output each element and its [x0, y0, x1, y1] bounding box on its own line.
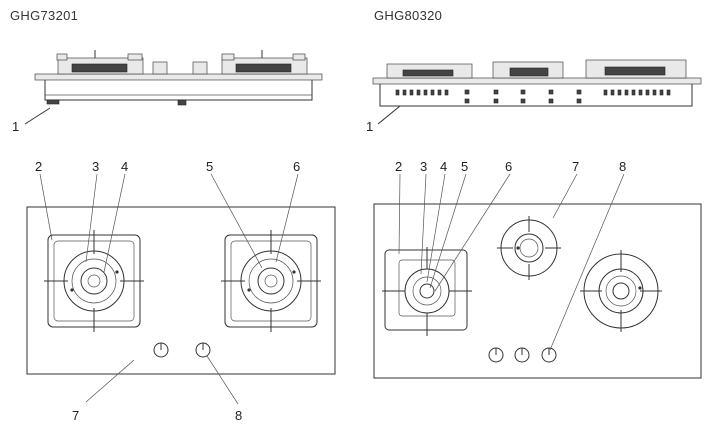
- burner-cap-outer: [63, 250, 125, 312]
- top-view-ghg73201: 2 3 4 5 6 7 8: [26, 159, 336, 423]
- model-title-ghg80320: GHG80320: [374, 8, 443, 23]
- leader-line: [275, 173, 299, 263]
- callout-label: 1: [12, 119, 19, 134]
- callout-label: 7: [572, 159, 579, 174]
- glass-panel: [373, 203, 702, 379]
- callout-label: 7: [72, 408, 79, 423]
- burner-cap-inner: [612, 282, 630, 300]
- callout-label: 2: [35, 159, 42, 174]
- leader-line: [377, 105, 401, 125]
- knob-side: [152, 61, 168, 75]
- top-view-ghg80320: 2 3 4 5 6 7 8: [373, 159, 702, 379]
- callout-label: 3: [420, 159, 427, 174]
- leader-line: [426, 173, 446, 283]
- callout-label: 6: [505, 159, 512, 174]
- burner-cap-inner: [257, 267, 285, 295]
- leader-line: [85, 173, 98, 263]
- leader-line: [85, 359, 135, 403]
- callout-label: 3: [92, 159, 99, 174]
- leader-line: [206, 355, 239, 405]
- burner-cap: [514, 233, 544, 263]
- glass-top-plate: [372, 77, 702, 85]
- burner-cap-outer: [404, 268, 450, 314]
- burner-right-round: [580, 250, 662, 332]
- side-view-ghg80320: 1: [366, 59, 702, 134]
- model-title-ghg73201: GHG73201: [10, 8, 79, 23]
- callout-label: 4: [121, 159, 128, 174]
- side-view-ghg73201: 1: [12, 50, 323, 134]
- burner-right: [221, 230, 321, 332]
- callout-label: 4: [440, 159, 447, 174]
- control-knob-left: [153, 342, 169, 358]
- leader-line: [420, 173, 427, 275]
- burner-top-round: [497, 216, 561, 280]
- glass-top-plate: [34, 73, 323, 81]
- callout-label: 1: [366, 119, 373, 134]
- callout-label: 2: [395, 159, 402, 174]
- knob-side: [192, 61, 208, 75]
- burner-cap-inner: [80, 267, 108, 295]
- leader-line: [24, 107, 51, 125]
- leader-line: [398, 173, 401, 255]
- callout-label: 6: [293, 159, 300, 174]
- leader-line: [549, 173, 625, 351]
- control-knob-right: [541, 347, 557, 363]
- burner-left: [44, 230, 144, 332]
- leader-line: [552, 173, 578, 219]
- hob-body: [44, 80, 313, 101]
- leader-line: [103, 173, 126, 273]
- pan-support-frame: [384, 249, 468, 331]
- glass-panel: [26, 206, 336, 375]
- leader-line: [429, 173, 467, 289]
- callout-label: 8: [235, 408, 242, 423]
- burner-left-square: [382, 247, 472, 336]
- callout-label: 5: [461, 159, 468, 174]
- burner-cap-outer: [240, 250, 302, 312]
- control-knob-middle: [514, 347, 530, 363]
- hob-body: [379, 84, 693, 107]
- callout-label: 8: [619, 159, 626, 174]
- leader-line: [39, 173, 53, 241]
- control-knob-left: [488, 347, 504, 363]
- control-knob-right: [195, 342, 211, 358]
- burner-cap-inner: [419, 283, 435, 299]
- callout-label: 5: [206, 159, 213, 174]
- burner-cap-outer: [598, 268, 644, 314]
- leader-line: [210, 173, 263, 269]
- leader-line: [434, 173, 511, 292]
